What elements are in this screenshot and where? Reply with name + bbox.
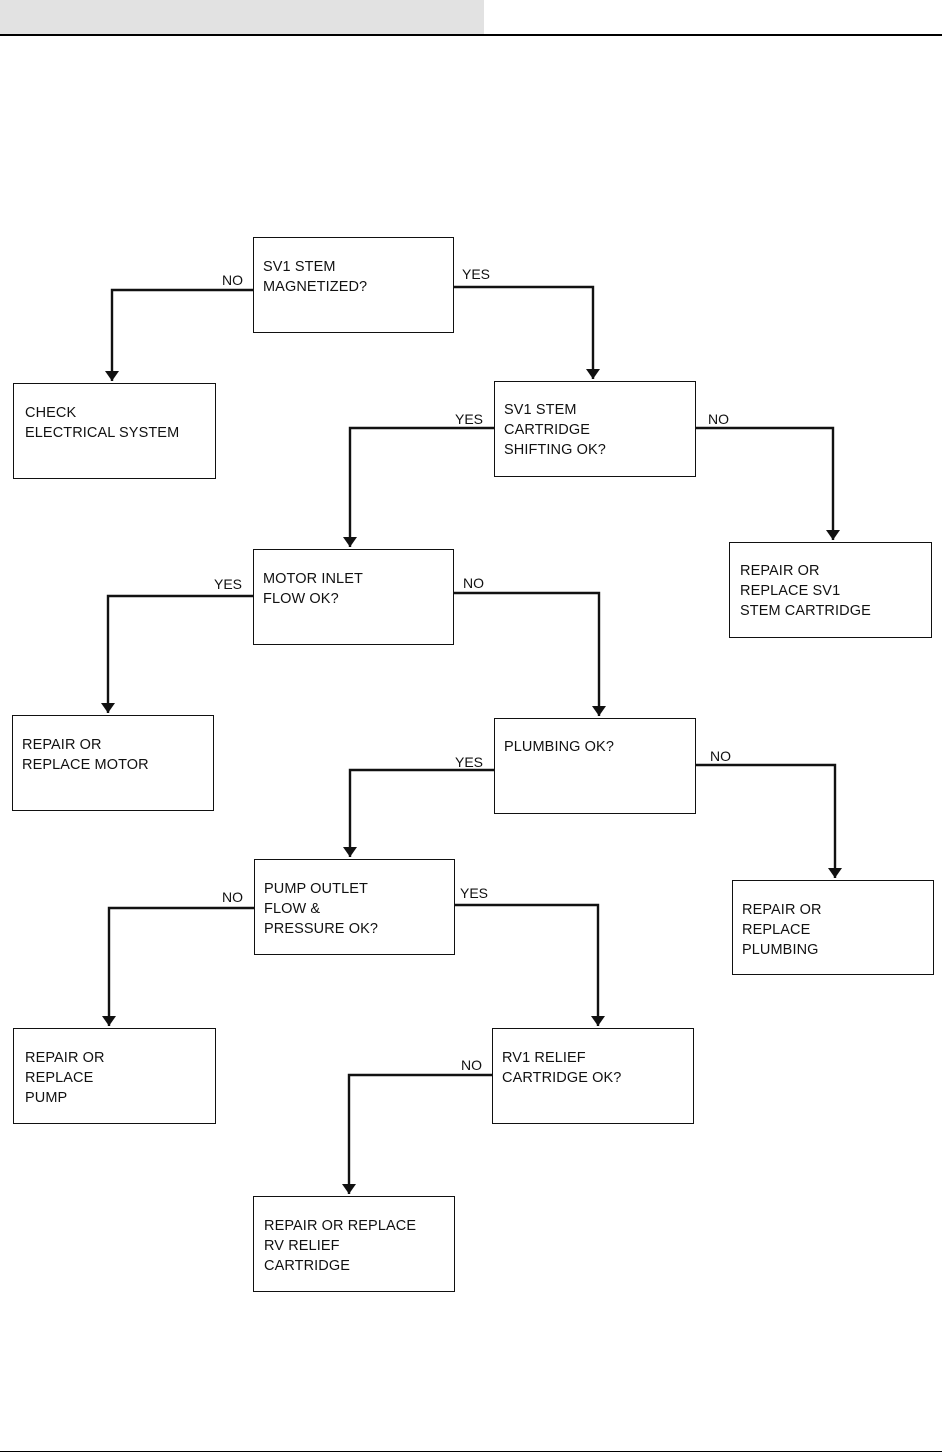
box-text: REPAIR OR REPLACE MOTOR (22, 737, 149, 773)
connector-pump-yes (455, 903, 605, 1026)
box-repair-pump: REPAIR OR REPLACE PUMP (13, 1028, 216, 1124)
box-text: REPAIR OR REPLACE SV1 STEM CARTRIDGE (740, 563, 871, 619)
box-text: MOTOR INLET FLOW OK? (263, 571, 363, 607)
connector-cartridge-no (696, 426, 840, 540)
box-repair-sv1: REPAIR OR REPLACE SV1 STEM CARTRIDGE (729, 542, 932, 638)
connector-pump-no (102, 906, 254, 1026)
header-rule (0, 34, 942, 36)
box-check-electrical: CHECK ELECTRICAL SYSTEM (13, 383, 216, 479)
label-no: NO (463, 575, 484, 591)
box-text: REPAIR OR REPLACE RV RELIEF CARTRIDGE (264, 1218, 417, 1274)
label-no: NO (710, 748, 731, 764)
connector-plumbing-yes (343, 768, 495, 857)
connector-motor-yes (101, 594, 253, 713)
box-text: SV1 STEM MAGNETIZED? (263, 259, 368, 295)
box-text: PUMP OUTLET FLOW & PRESSURE OK? (264, 881, 379, 937)
label-yes: YES (460, 885, 489, 901)
label-yes: YES (462, 266, 491, 282)
label-no: NO (222, 272, 243, 288)
box-text: SV1 STEM CARTRIDGE SHIFTING OK? (504, 402, 606, 458)
box-text: CHECK ELECTRICAL SYSTEM (25, 405, 180, 441)
box-text: REPAIR OR REPLACE PLUMBING (742, 902, 822, 958)
label-no: NO (708, 411, 729, 427)
connector-plumbing-no (692, 763, 842, 878)
connector-motor-no (454, 591, 606, 716)
header-bar (0, 0, 484, 34)
label-yes: YES (214, 576, 243, 592)
box-pump-outlet-flow: PUMP OUTLET FLOW & PRESSURE OK? (254, 859, 455, 955)
box-rv1-relief-cartridge: RV1 RELIEF CARTRIDGE OK? (492, 1028, 694, 1124)
box-plumbing-ok: PLUMBING OK? (494, 718, 696, 814)
box-sv1-cartridge-shifting: SV1 STEM CARTRIDGE SHIFTING OK? (494, 381, 696, 477)
box-text: PLUMBING OK? (504, 739, 614, 755)
connector-rv1-no (342, 1073, 493, 1194)
label-yes: YES (455, 754, 484, 770)
connector-cartridge-yes (343, 426, 495, 547)
box-sv1-stem-magnetized: SV1 STEM MAGNETIZED? (253, 237, 454, 333)
box-text: REPAIR OR REPLACE PUMP (25, 1050, 105, 1106)
box-repair-motor: REPAIR OR REPLACE MOTOR (12, 715, 214, 811)
footer-rule (0, 1451, 942, 1452)
box-repair-plumbing: REPAIR OR REPLACE PLUMBING (732, 880, 934, 975)
connector-sv1-no (105, 288, 253, 381)
box-repair-rv-relief: REPAIR OR REPLACE RV RELIEF CARTRIDGE (253, 1196, 455, 1292)
label-no: NO (461, 1057, 482, 1073)
connector-sv1-yes (454, 285, 600, 379)
box-text: RV1 RELIEF CARTRIDGE OK? (502, 1050, 622, 1086)
label-yes: YES (455, 411, 484, 427)
label-no: NO (222, 889, 243, 905)
box-motor-inlet-flow: MOTOR INLET FLOW OK? (253, 549, 454, 645)
